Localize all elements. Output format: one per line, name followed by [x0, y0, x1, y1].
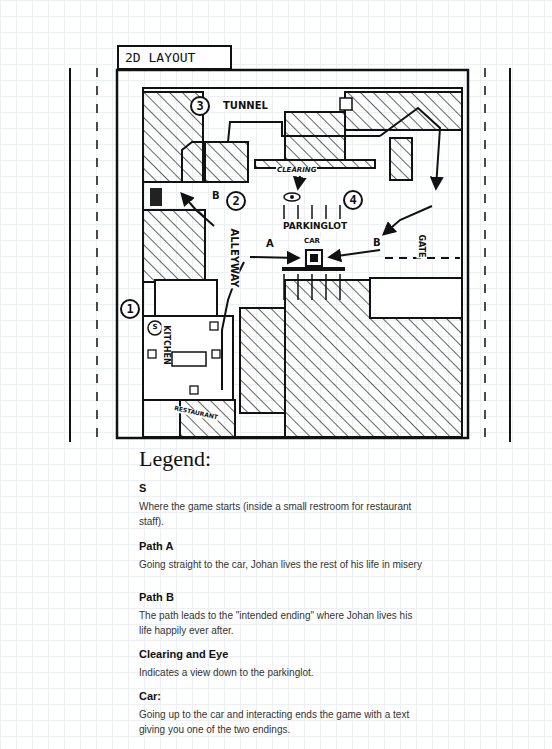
- callout-number: 3: [190, 96, 210, 116]
- parking-stripe: [283, 205, 285, 219]
- building: [345, 92, 462, 130]
- road-edge: [69, 68, 71, 442]
- callout-text: 1: [126, 302, 133, 316]
- area-label: CAR: [303, 238, 321, 246]
- callout-number: 2: [226, 191, 246, 211]
- parking-stripe: [311, 205, 313, 219]
- parking-stripe: [325, 274, 327, 300]
- route-arrow: [298, 176, 300, 188]
- barrier: [282, 267, 345, 271]
- dark-block: [150, 188, 162, 206]
- parking-stripe: [297, 274, 299, 300]
- path-letter: B: [211, 190, 221, 201]
- car-symbol: [306, 250, 322, 266]
- road-centerline: [96, 68, 98, 442]
- block-outline: [117, 70, 468, 438]
- building: [370, 278, 462, 318]
- road-edge: [509, 68, 511, 442]
- area-label: CLEARING: [276, 167, 317, 175]
- legend-description: Indicates a view down to the parkinglot.: [139, 666, 419, 681]
- callout-text: 3: [196, 99, 203, 113]
- kitchen-fixture: [148, 350, 156, 358]
- route-arrow: [182, 194, 214, 226]
- route-arrow: [250, 257, 298, 258]
- callout-text: 2: [232, 194, 239, 208]
- callout-number: 1: [120, 299, 140, 319]
- building: [143, 316, 233, 400]
- route-arrow: [330, 250, 380, 257]
- legend-description: Where the game starts (inside a small re…: [139, 500, 419, 529]
- kitchen-table: [172, 352, 206, 366]
- callout-text: 4: [349, 193, 356, 207]
- building: [240, 308, 285, 413]
- parking-stripe: [339, 274, 341, 300]
- legend-term: Path A: [139, 540, 173, 552]
- legend-term: Path B: [139, 591, 174, 603]
- callout-number: 4: [343, 190, 363, 210]
- parking-stripe: [325, 205, 327, 219]
- legend-description: Going up to the car and interacting ends…: [139, 708, 419, 737]
- building: [155, 280, 217, 316]
- area-label: PARKINGLOT: [282, 222, 348, 232]
- legend-term: Clearing and Eye: [139, 648, 228, 660]
- road-centerline: [484, 68, 486, 442]
- start-label: S: [152, 324, 157, 332]
- kitchen-fixture: [210, 322, 218, 330]
- start-marker: [148, 321, 162, 335]
- parking-stripe: [311, 274, 313, 300]
- area-label: GATE: [417, 233, 426, 258]
- area-outline: [143, 88, 462, 437]
- area-label: ALLEYWAY: [229, 227, 240, 288]
- kitchen-fixture: [190, 386, 198, 394]
- route-arrow: [380, 108, 440, 188]
- parking-stripe: [297, 205, 299, 219]
- eye-symbol: [284, 193, 300, 201]
- title-text: 2D LAYOUT: [125, 50, 195, 65]
- area-label: TUNNEL: [222, 100, 269, 111]
- building: [205, 142, 248, 182]
- kitchen-fixture: [212, 350, 220, 358]
- building: [143, 210, 205, 282]
- legend-description: The path leads to the "intended ending" …: [139, 609, 414, 638]
- path-letter: B: [372, 237, 382, 248]
- room-label: KITCHEN: [162, 324, 171, 365]
- hatch-door: [340, 98, 352, 110]
- route-arrow: [182, 122, 380, 182]
- eye-symbol: [290, 195, 294, 199]
- legend-term: S: [139, 482, 146, 494]
- title-box: 2D LAYOUT: [117, 45, 232, 70]
- legend-description: Going straight to the car, Johan lives t…: [139, 558, 429, 573]
- car-symbol: [310, 254, 318, 262]
- route-arrow: [384, 206, 432, 234]
- parking-stripe: [339, 205, 341, 219]
- legend-term: Car:: [139, 690, 161, 702]
- building: [390, 138, 412, 180]
- legend-heading: Legend:: [139, 446, 211, 472]
- path-letter: A: [265, 238, 275, 249]
- parking-stripe: [283, 274, 285, 300]
